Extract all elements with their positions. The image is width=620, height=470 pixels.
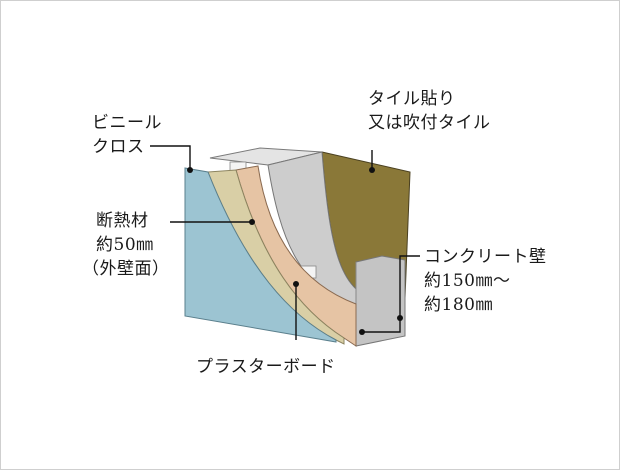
insulation-label-line3: （外壁面） [82, 258, 170, 280]
concrete-marker [359, 329, 365, 335]
concrete-label-line1: コンクリート壁 [424, 246, 547, 268]
vinyl-cloth-label-line2: クロス [92, 136, 145, 158]
plaster-board-label: プラスターボード [196, 356, 336, 378]
insulation-label-line2: 約50㎜ [96, 234, 154, 256]
plaster-marker [293, 281, 299, 287]
tile-label-line2: 又は吹付タイル [368, 112, 491, 134]
insulation-label-line1: 断熱材 [96, 210, 149, 232]
vinyl-cloth-marker [187, 167, 193, 173]
concrete-label-line3: 約180㎜ [424, 294, 493, 316]
insulation-marker [249, 219, 255, 225]
concrete-marker-outer [397, 315, 403, 321]
concrete-label-line2: 約150㎜〜 [424, 270, 510, 292]
vinyl-cloth-label-line1: ビニール [92, 112, 162, 134]
tile-marker [369, 167, 375, 173]
tile-label-line1: タイル貼り [368, 88, 456, 110]
vinyl-cloth-leader [150, 146, 190, 170]
